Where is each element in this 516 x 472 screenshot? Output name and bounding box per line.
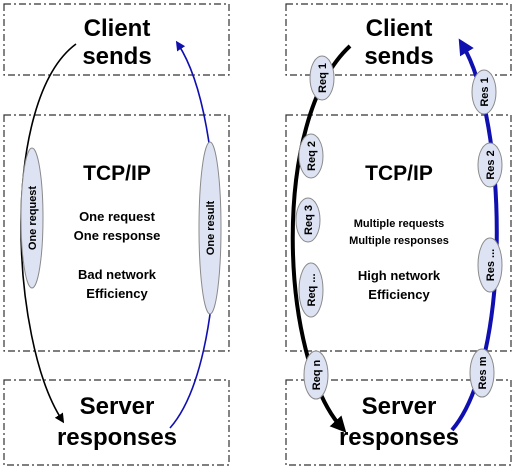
left-tcpip-title: TCP/IP: [83, 162, 151, 185]
left-panel: One request One result Client sends TCP/…: [3, 3, 230, 466]
response-oval-label: Res m: [477, 356, 489, 389]
right-middle-line2: Multiple responses: [349, 235, 449, 247]
right-middle-line1: Multiple requests: [354, 218, 444, 230]
request-oval: Req ...: [298, 262, 324, 318]
response-oval: Res 1: [471, 69, 497, 115]
left-oval-request: One request: [20, 147, 44, 289]
left-client-line2: sends: [82, 43, 151, 70]
left-server-line1: Server: [80, 393, 155, 420]
request-oval-label: Req 3: [303, 205, 315, 235]
right-middle-line3: High network: [358, 268, 441, 283]
right-response-ovals: Res 1 Res 2 Res ... Res m: [469, 69, 503, 398]
right-server-line1: Server: [362, 393, 437, 420]
left-client-box: [3, 3, 230, 76]
left-middle-line2: One response: [74, 228, 161, 243]
right-server-line2: responses: [339, 424, 459, 451]
left-middle-line4: Efficiency: [86, 286, 148, 301]
right-client-line1: Client: [366, 15, 433, 42]
response-oval: Res m: [469, 348, 495, 398]
right-tcpip-title: TCP/IP: [365, 162, 433, 185]
right-middle-line4: Efficiency: [368, 287, 430, 302]
left-oval-result-label: One result: [205, 200, 217, 255]
left-server-line2: responses: [57, 424, 177, 451]
request-oval-label: Req 2: [306, 141, 318, 171]
response-oval-label: Res ...: [485, 249, 497, 281]
left-middle-line3: Bad network: [78, 267, 157, 282]
request-oval-label: Req n: [311, 359, 323, 390]
request-oval-label: Req ...: [306, 273, 318, 306]
request-oval-label: Req 1: [317, 63, 329, 93]
left-server-box: [3, 379, 230, 466]
response-oval: Res 2: [477, 142, 503, 188]
left-oval-request-label: One request: [27, 186, 39, 251]
left-middle-line1: One request: [79, 209, 156, 224]
response-oval-label: Res 2: [485, 150, 497, 179]
response-oval-label: Res 1: [479, 77, 491, 106]
request-oval: Req 2: [298, 133, 324, 179]
right-request-ovals: Req 1 Req 2 Req 3 Req ... Req n: [295, 55, 335, 400]
right-client-line2: sends: [364, 43, 433, 70]
request-oval: Req n: [303, 350, 329, 400]
right-panel: Req 1 Req 2 Req 3 Req ... Req n: [285, 3, 512, 466]
left-client-line1: Client: [84, 15, 151, 42]
response-oval: Res ...: [477, 237, 503, 293]
request-oval: Req 1: [309, 55, 335, 101]
right-tcpip-box: [285, 114, 512, 352]
left-oval-result: One result: [198, 141, 222, 315]
request-oval: Req 3: [295, 197, 321, 243]
